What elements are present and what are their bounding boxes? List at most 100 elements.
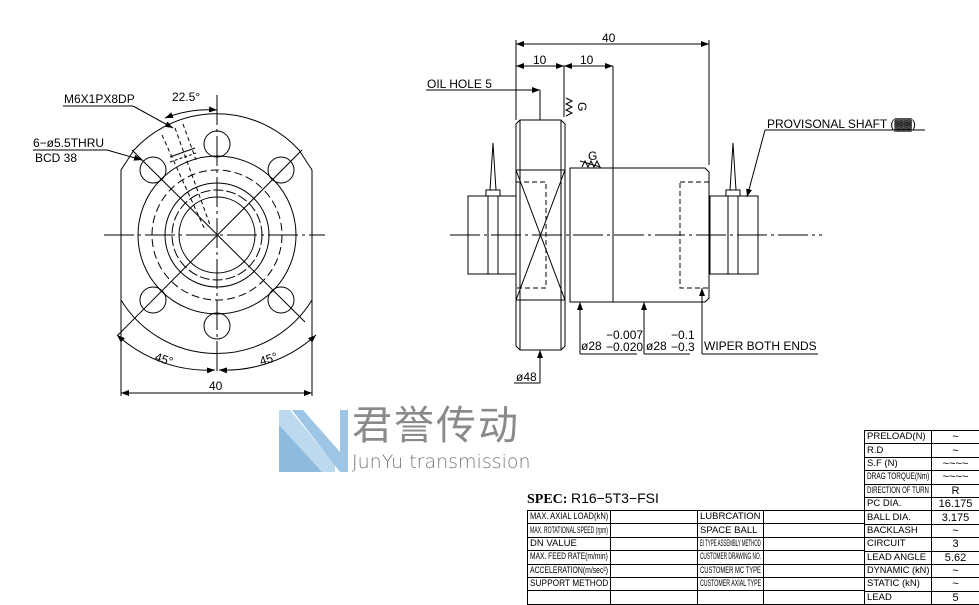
- cell-text: STATIC (kN): [867, 578, 920, 590]
- spec-label-cell: [698, 591, 764, 604]
- table-row: [528, 591, 865, 604]
- param-value-cell: ~: [932, 431, 979, 444]
- cell-text: BALL DIA.: [867, 512, 911, 524]
- cell-text: DRAG TORQUE(Nm): [867, 471, 929, 483]
- param-label-cell: DIRECTION OF TURN: [865, 484, 932, 497]
- param-label-cell: S.F (N): [865, 457, 932, 470]
- diag-line: [118, 150, 302, 335]
- param-value-cell: 3.175: [932, 511, 979, 524]
- wiper-right: [730, 143, 736, 190]
- cell-text: DIRECTION OF TURN: [867, 485, 929, 497]
- holes-note: 6−ø5.5THRU: [33, 136, 104, 150]
- table-row: BALL DIA. 3.175: [865, 511, 979, 524]
- spec-label-cell: CUSTOMER MC TYPE: [698, 564, 764, 577]
- logo-chinese-text: 君誉传动: [352, 404, 520, 448]
- spec-label-cell: EI TYPE ASSEMBLY METHOD: [698, 537, 764, 550]
- hole: [268, 287, 294, 313]
- spec-value-cell: [764, 524, 865, 537]
- param-value-cell: 3: [932, 538, 979, 551]
- parameter-table: PRELOAD(N)~R.D~S.F (N)~~~~DRAG TORQUE(Nm…: [864, 430, 979, 605]
- spec-label-cell: SPACE BALL: [698, 524, 764, 537]
- param-value-cell: ~: [932, 444, 979, 457]
- cell-text: MAX. AXIAL LOAD(kN): [530, 511, 608, 523]
- param-value-cell: ~: [932, 578, 979, 591]
- spec-value-cell: [611, 524, 698, 537]
- diag-line: [132, 150, 305, 322]
- wiper-label: WIPER BOTH ENDS: [704, 339, 817, 353]
- spec-value-cell: [764, 564, 865, 577]
- spec-value-cell: [611, 564, 698, 577]
- spec-value-cell: [764, 537, 865, 550]
- logo-mark: [279, 410, 348, 472]
- table-row: BACKLASH ~: [865, 524, 979, 537]
- table-row: DRAG TORQUE(Nm) ~~~~: [865, 471, 979, 484]
- cell-text: LEAD: [867, 592, 892, 604]
- cell-text: 3.175: [942, 512, 970, 524]
- param-value-cell: ~~~~: [932, 471, 979, 484]
- param-label-cell: STATIC (kN): [865, 578, 932, 591]
- param-label-cell: DRAG TORQUE(Nm): [865, 471, 932, 484]
- table-row: STATIC (kN) ~: [865, 578, 979, 591]
- cell-text: MAX. FEED RATE(m/min): [530, 551, 608, 563]
- spec-table: MAX. AXIAL LOAD(kN) LUBRCATION MAX. ROTATI…: [527, 510, 865, 605]
- cell-text: MAX. ROTATIONAL SPEED (rpm): [530, 525, 608, 537]
- cell-text: DYNAMIC (kN): [867, 565, 929, 577]
- cell-text: ~: [952, 565, 958, 577]
- cell-text: ACCELERATION(m/sec²): [530, 565, 608, 577]
- cell-text: CUSTOMER MC TYPE: [700, 565, 761, 577]
- table-row: R.D ~: [865, 444, 979, 457]
- param-label-cell: CIRCUIT: [865, 538, 932, 551]
- param-value-cell: ~: [932, 524, 979, 537]
- table-row: S.F (N)~~~~: [865, 457, 979, 470]
- cell-text: LUBRCATION: [700, 511, 761, 523]
- tol-lower: −0.020: [606, 340, 643, 354]
- finish-label: G: [575, 102, 589, 111]
- param-label-cell: PC DIA.: [865, 497, 932, 510]
- cell-text: 5: [952, 592, 958, 604]
- cell-text: R.D: [867, 445, 883, 457]
- spec-value-cell: [611, 577, 698, 590]
- oil-hole-label: OIL HOLE 5: [427, 77, 492, 91]
- param-label-cell: DYNAMIC (kN): [865, 564, 932, 577]
- param-value-cell: 5.62: [932, 551, 979, 564]
- angle-right-label: 45°: [258, 349, 280, 368]
- cell-text: S.F (N): [867, 458, 898, 470]
- dim-a-label: 10: [533, 53, 547, 67]
- cell-text: CIRCUIT: [867, 538, 906, 550]
- cell-text: 3: [952, 538, 958, 550]
- cell-text: ~: [952, 578, 958, 590]
- spec-label: SPEC:: [527, 492, 567, 507]
- cell-text: ~: [952, 525, 958, 537]
- cell-text: ~~~~: [943, 471, 969, 483]
- table-row: LEAD ANGLE 5.62: [865, 551, 979, 564]
- param-label-cell: LEAD ANGLE: [865, 551, 932, 564]
- provisional-shaft-label: PROVISONAL SHAFT (▓▓): [767, 117, 916, 132]
- cell-text: 5.62: [945, 552, 966, 564]
- body-dia-2: ø28: [646, 339, 667, 353]
- finish-symbol: [566, 98, 572, 116]
- spec-label-cell: [528, 591, 611, 604]
- spec-label-cell: LUBRCATION: [698, 511, 764, 524]
- param-label-cell: PRELOAD(N): [865, 431, 932, 444]
- spec-value-cell: [764, 551, 865, 564]
- cell-text: BACKLASH: [867, 525, 918, 537]
- spec-label-cell: DN VALUE: [528, 537, 611, 550]
- cell-text: SPACE BALL: [700, 525, 757, 537]
- tol-lower: −0.3: [671, 340, 695, 354]
- spec-value-cell: [611, 591, 698, 604]
- spec-value-cell: [611, 551, 698, 564]
- spec-label-cell: MAX. AXIAL LOAD(kN): [528, 511, 611, 524]
- spec-value-cell: [764, 511, 865, 524]
- table-row: CIRCUIT 3: [865, 538, 979, 551]
- flange-dia-label: ø48: [516, 370, 537, 384]
- hole: [268, 157, 294, 183]
- spec-value-cell: [611, 511, 698, 524]
- param-value-cell: ~: [932, 564, 979, 577]
- spec-value-cell: [764, 577, 865, 590]
- spec-label-cell: CUSTOMER AXIAL TYPE: [698, 577, 764, 590]
- table-row: PC DIA.16.175: [865, 497, 979, 510]
- angle-left-label: 45°: [153, 350, 175, 369]
- cell-text: PC DIA.: [867, 498, 901, 510]
- table-row: MAX. AXIAL LOAD(kN) LUBRCATION: [528, 511, 865, 524]
